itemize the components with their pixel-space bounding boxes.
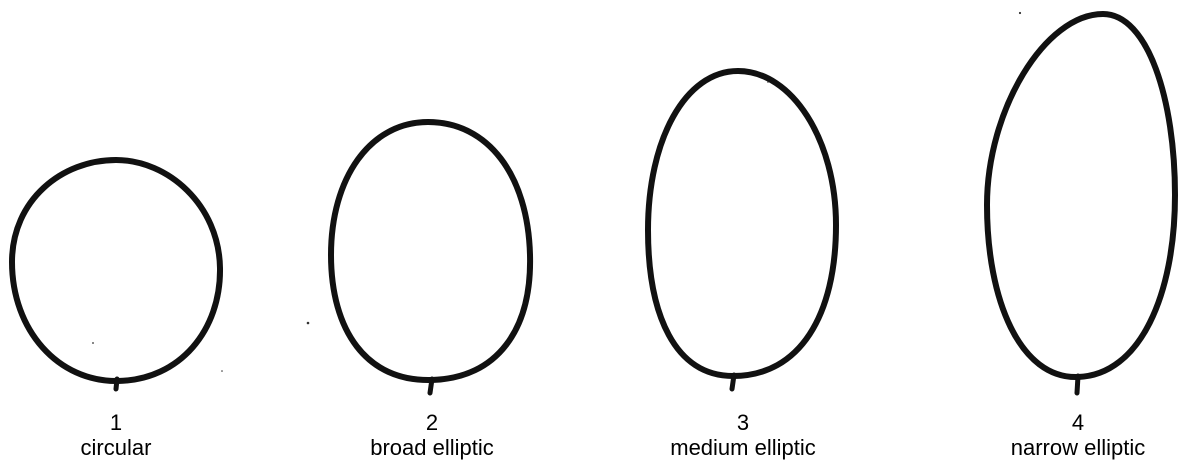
shape-1-stem xyxy=(116,379,117,389)
shape-2-broad-elliptic xyxy=(331,122,530,393)
paper-specks xyxy=(92,12,1021,372)
shape-number-4: 4 xyxy=(948,410,1184,435)
shape-2-stem xyxy=(430,379,432,393)
shape-4-narrow-elliptic xyxy=(987,14,1175,393)
shape-name-2: broad elliptic xyxy=(302,435,562,460)
circular-outline xyxy=(12,160,220,381)
shape-3-medium-elliptic xyxy=(648,71,836,389)
shape-name-4: narrow elliptic xyxy=(948,435,1184,460)
broad-elliptic-outline xyxy=(331,122,530,380)
shape-number-3: 3 xyxy=(613,410,873,435)
shape-4-stem xyxy=(1077,376,1078,393)
shape-number-2: 2 xyxy=(302,410,562,435)
shape-3-stem xyxy=(732,375,734,389)
narrow-elliptic-outline xyxy=(987,14,1175,377)
shape-label-1: 1 circular xyxy=(0,410,246,460)
shape-label-2: 2 broad elliptic xyxy=(302,410,562,460)
shape-number-1: 1 xyxy=(0,410,246,435)
shape-name-1: circular xyxy=(0,435,246,460)
shape-1-circular xyxy=(12,160,220,389)
shape-label-3: 3 medium elliptic xyxy=(613,410,873,460)
shape-label-4: 4 narrow elliptic xyxy=(948,410,1184,460)
medium-elliptic-outline xyxy=(648,71,836,376)
shape-name-3: medium elliptic xyxy=(613,435,873,460)
